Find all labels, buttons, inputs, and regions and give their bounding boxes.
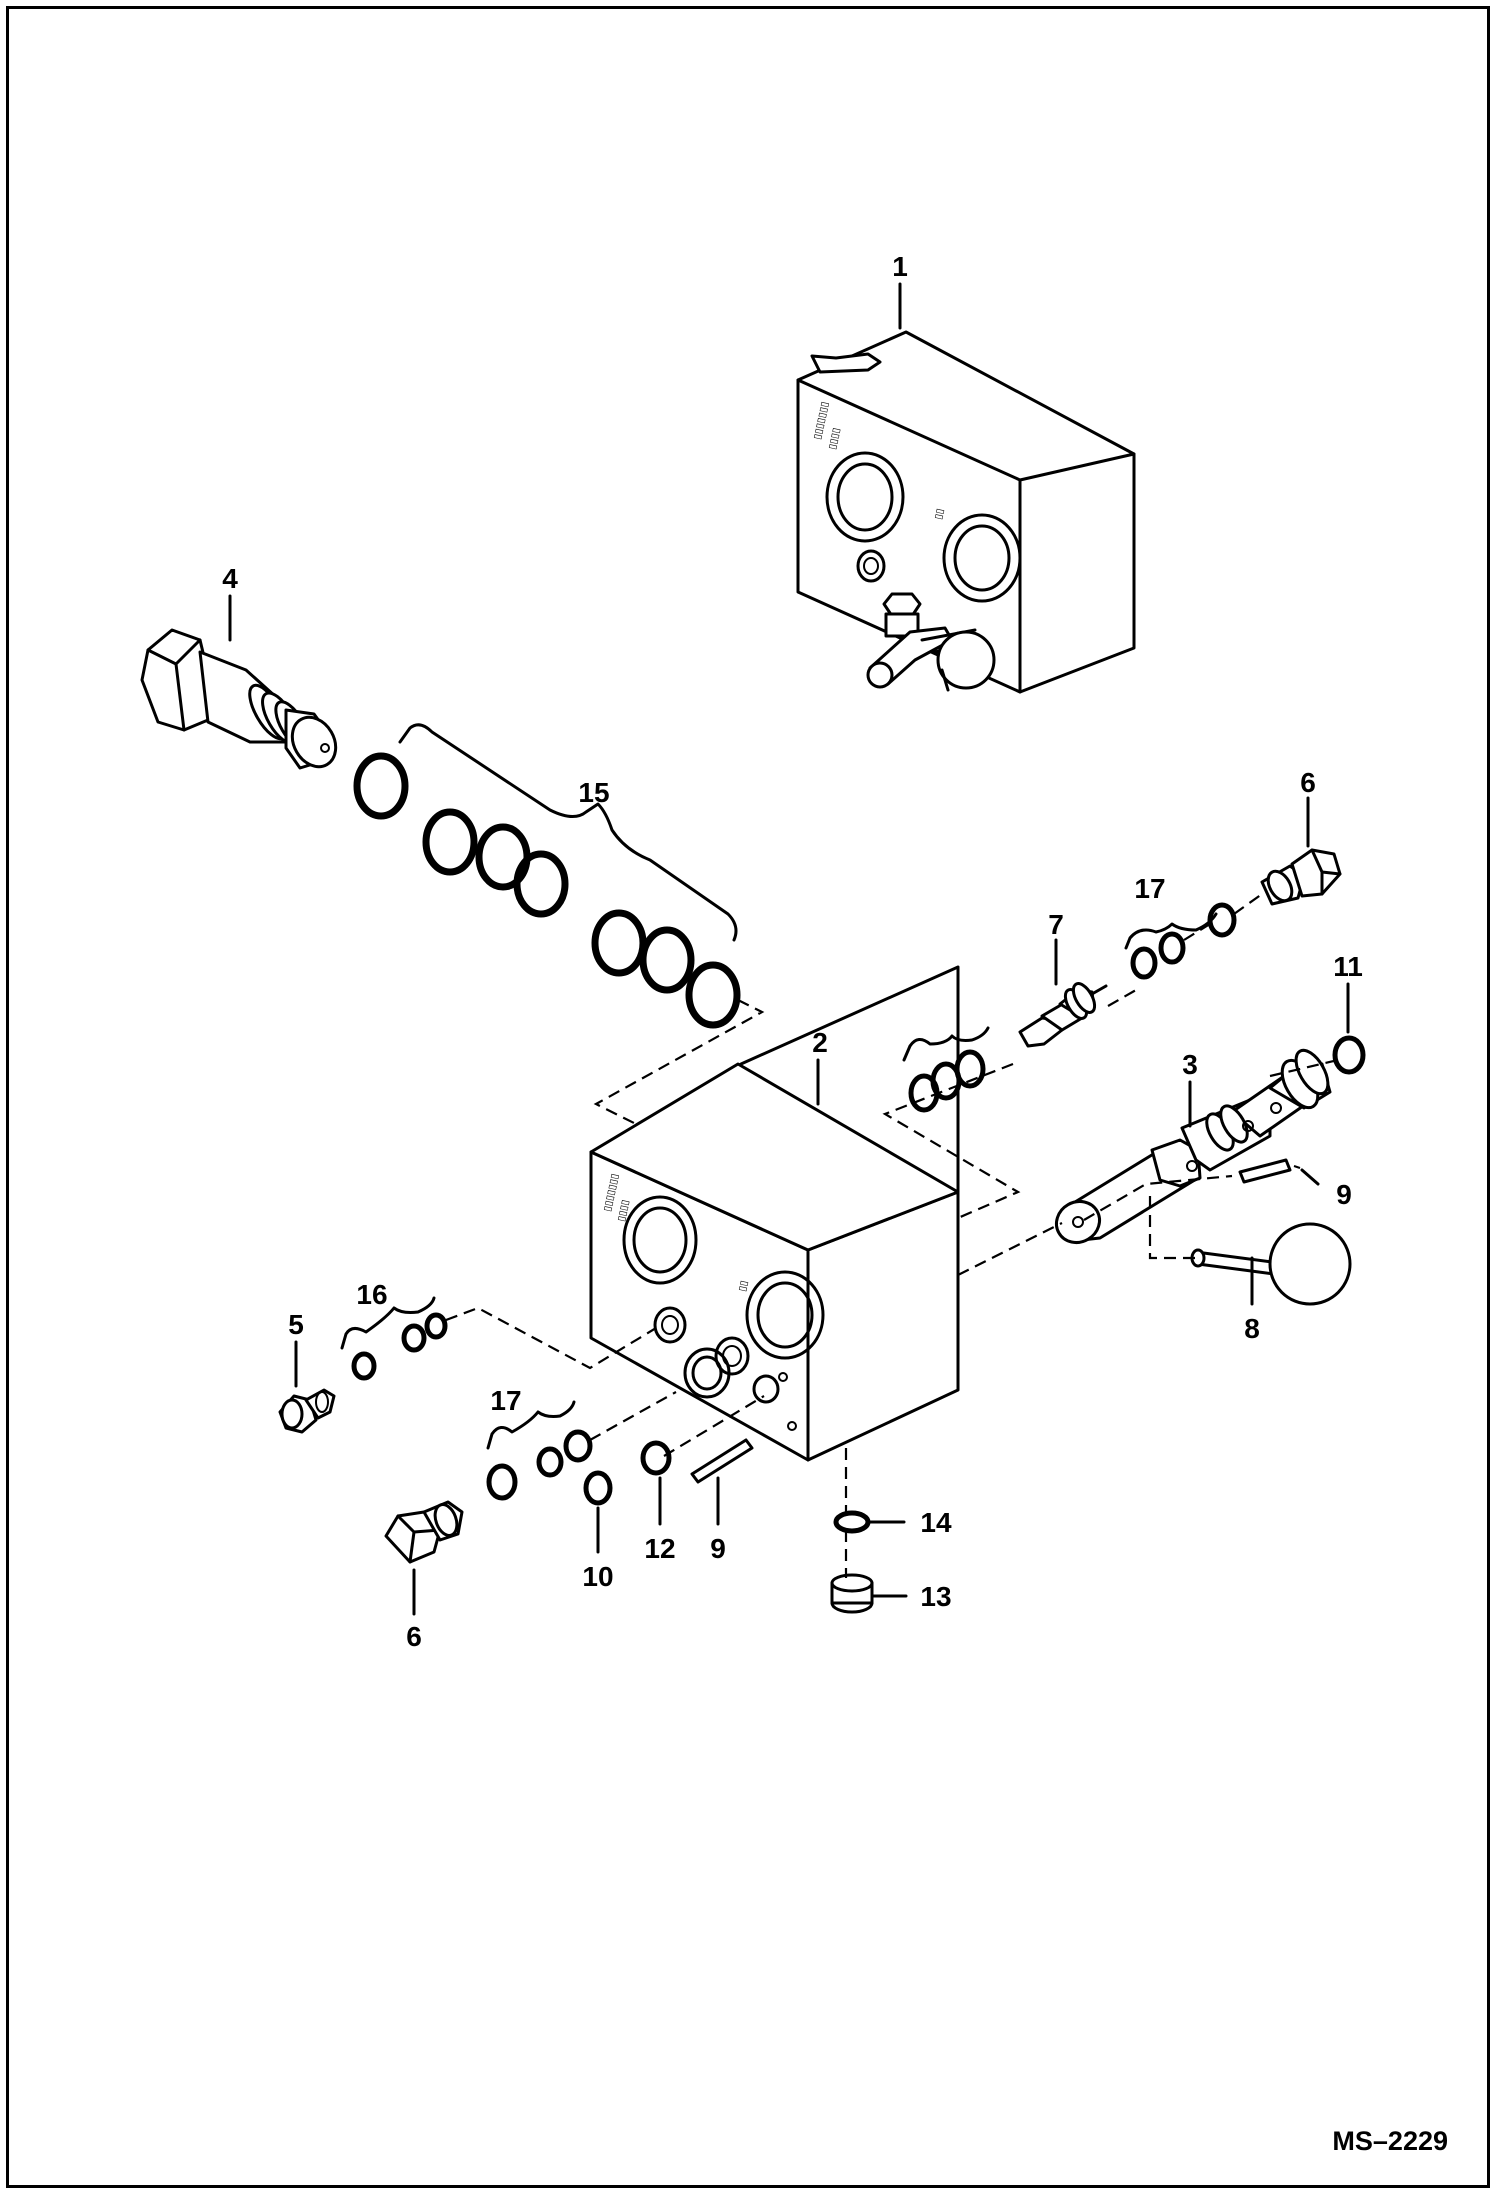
plug-lower (384, 1500, 464, 1564)
callout-12: 12 (644, 1533, 675, 1564)
callout-16: 16 (356, 1279, 387, 1310)
svg-text:▯▯: ▯▯ (737, 1280, 750, 1293)
o-ring-11 (1332, 1035, 1366, 1075)
seal-kit-17-lower (486, 1429, 593, 1501)
plug-upper (1260, 848, 1342, 906)
svg-text:▯▯▯▯: ▯▯▯▯ (616, 1199, 631, 1223)
svg-text:▯▯▯▯: ▯▯▯▯ (827, 427, 842, 451)
callout-3: 3 (1182, 1049, 1198, 1080)
plug-13 (830, 1573, 874, 1614)
callout-17-upper: 17 (1134, 873, 1165, 904)
bracket-17-upper (1124, 912, 1218, 950)
callout-2: 2 (812, 1027, 828, 1058)
o-ring-10 (583, 1470, 613, 1506)
callout-9-upper: 9 (1336, 1179, 1352, 1210)
figure-id: MS–2229 (1332, 2126, 1448, 2156)
valve-block-body: ▯▯▯▯▯▯▯ ▯▯▯▯ ▯▯ (589, 965, 960, 1462)
relief-cartridge (140, 628, 338, 770)
pin-lower (690, 1438, 754, 1484)
callout-10: 10 (582, 1561, 613, 1592)
valve-block-assembled: ▯▯▯▯▯▯▯ ▯▯▯▯ ▯▯ (796, 330, 1136, 694)
callout-numbers: 1 2 3 4 5 6 6 7 8 9 9 10 11 12 13 14 15 … (222, 251, 1363, 1652)
callout-6-upper: 6 (1300, 767, 1316, 798)
handle (1190, 1222, 1352, 1306)
svg-text:▯▯: ▯▯ (933, 508, 946, 521)
callout-17-lower: 17 (490, 1385, 521, 1416)
callout-11: 11 (1333, 951, 1363, 982)
seal-kit-17-upper (1130, 902, 1237, 980)
detent-plunger (1018, 982, 1108, 1048)
bracket-17-lower (486, 1400, 576, 1450)
callout-15: 15 (578, 777, 609, 808)
leader-lines (228, 282, 1350, 1616)
bracket-16 (340, 1296, 436, 1350)
plug-small (278, 1388, 336, 1434)
callout-7: 7 (1048, 909, 1064, 940)
callout-13: 13 (920, 1581, 951, 1612)
assembly-lines (445, 893, 1339, 1578)
callout-4: 4 (222, 563, 238, 594)
callout-9-lower: 9 (710, 1533, 726, 1564)
o-ring-14 (833, 1510, 871, 1534)
seal-kit-rings (353, 752, 741, 1029)
spool (1054, 1048, 1332, 1245)
callout-8: 8 (1244, 1313, 1260, 1344)
seal-kit-16 (351, 1312, 448, 1381)
callout-14: 14 (920, 1507, 952, 1538)
callout-1: 1 (892, 251, 908, 282)
callout-5: 5 (288, 1309, 304, 1340)
bracket-15 (398, 723, 738, 942)
o-ring-12 (640, 1440, 672, 1476)
callout-6-lower: 6 (406, 1621, 422, 1652)
bracket-center (902, 1026, 990, 1062)
pin-upper (1238, 1158, 1301, 1184)
